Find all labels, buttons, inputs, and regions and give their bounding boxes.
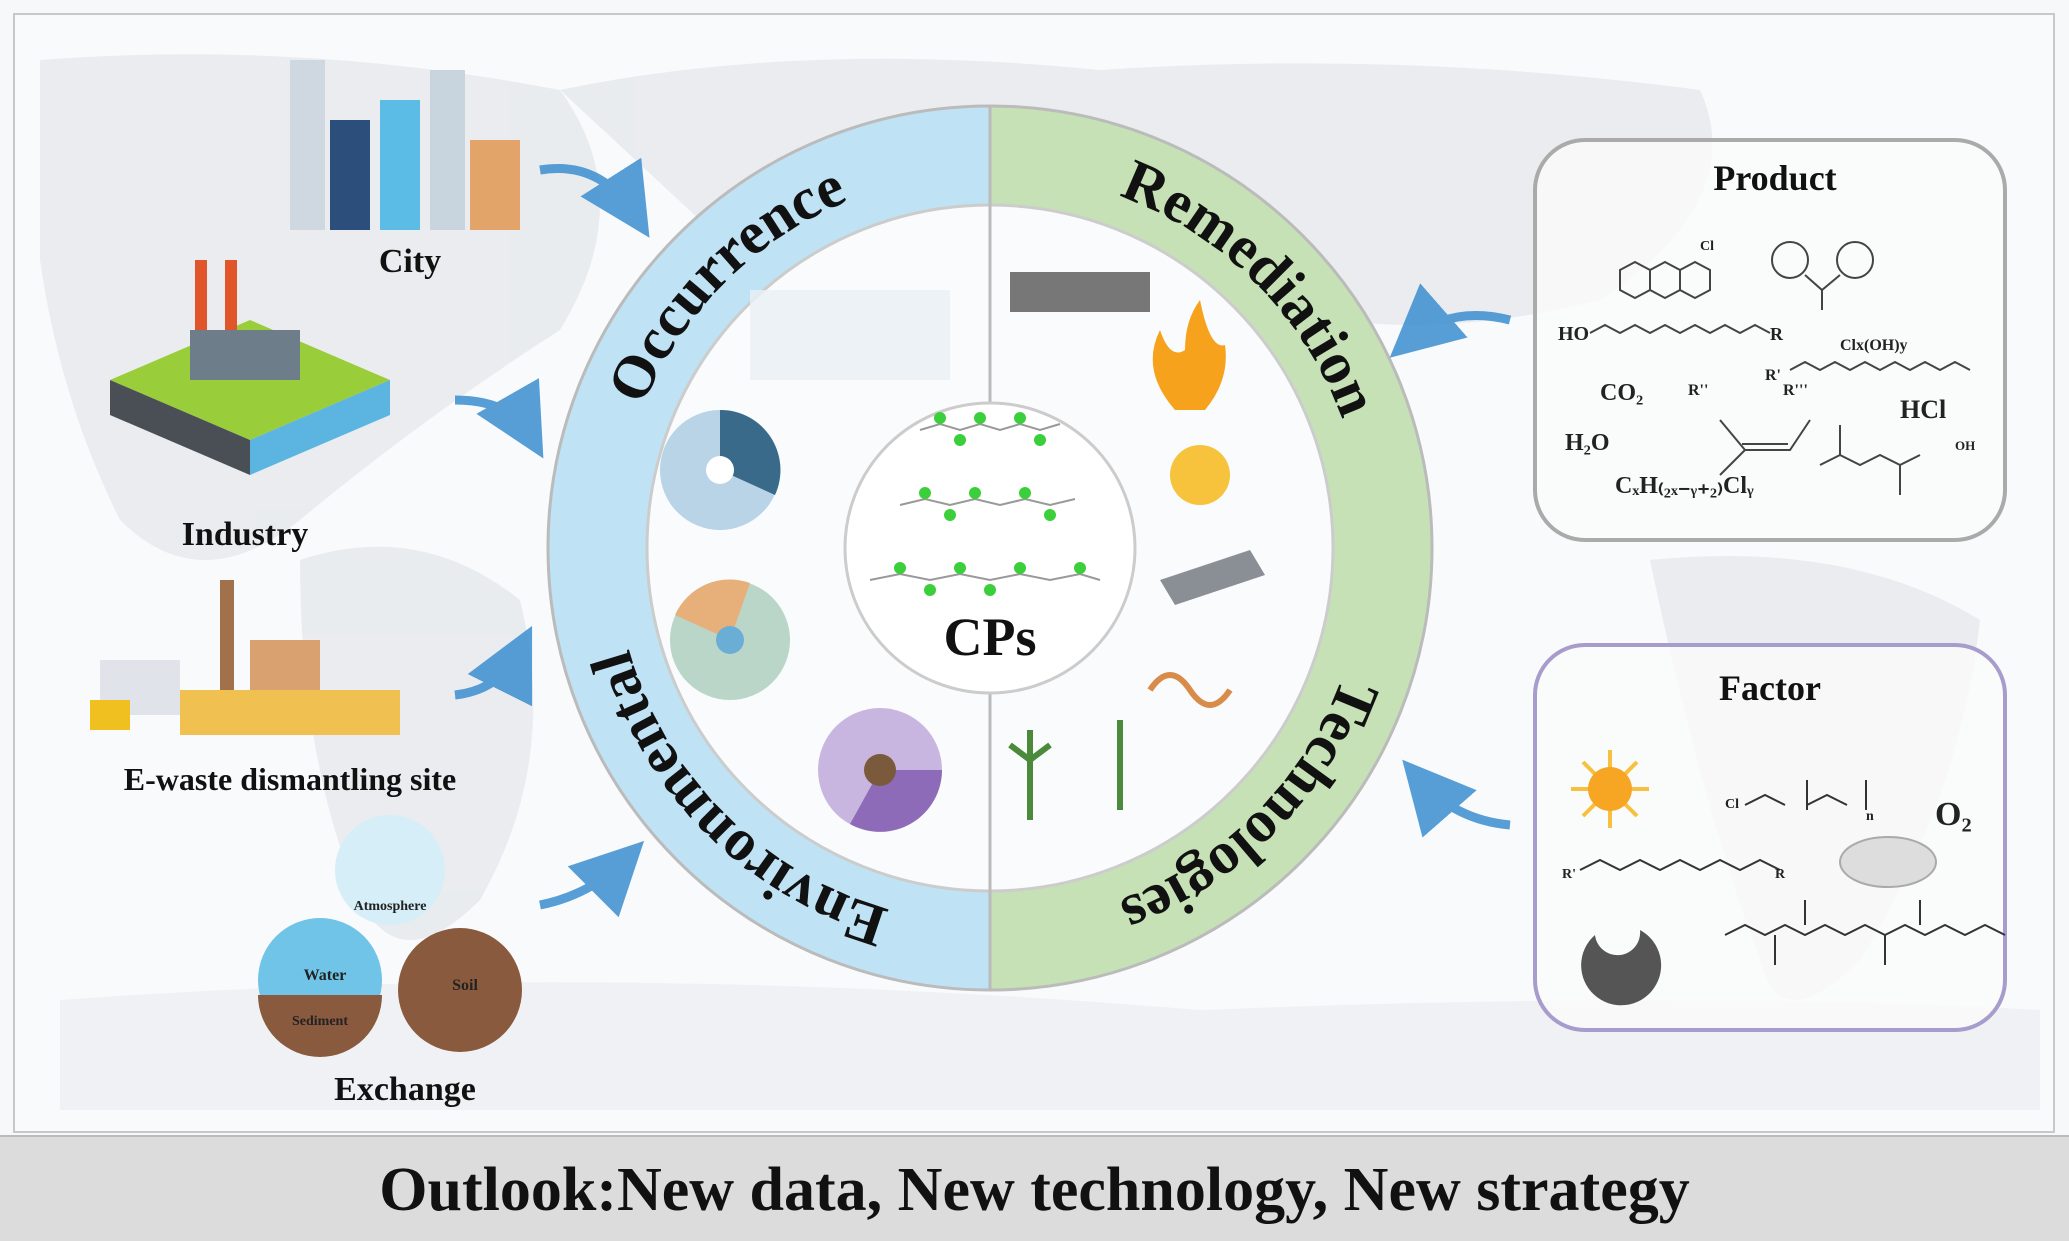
label-soil: Soil	[452, 977, 478, 994]
industry-illustration	[110, 260, 390, 475]
product-r: R	[1770, 324, 1784, 344]
ewaste-illustration	[90, 580, 400, 735]
product-formula: CₓH₍₂ₓ₋ᵧ₊₂₎Clᵧ	[1615, 473, 1754, 499]
product-box: Product Cl HO R Clx(OH)y R' R'' R''' CO₂…	[1533, 138, 2007, 542]
cps-label: CPs	[944, 607, 1037, 667]
remediation-figures	[1008, 272, 1265, 820]
factor-r: R	[1775, 867, 1786, 882]
cps-circle	[843, 401, 1137, 695]
label-water: Water	[304, 967, 347, 984]
product-title: Product	[1713, 158, 1836, 198]
label-sediment: Sediment	[292, 1014, 348, 1029]
product-hcl: HCl	[1900, 395, 1946, 424]
label-atmosphere: Atmosphere	[354, 899, 427, 914]
outlook-banner: Outlook:New data, New technology, New st…	[0, 1135, 2069, 1241]
product-oh: OH	[1955, 438, 1975, 453]
product-clxoh: Clx(OH)y	[1840, 337, 1908, 354]
occurrence-figures	[660, 290, 950, 832]
label-ewaste: E-waste dismantling site	[124, 761, 456, 797]
product-h2o: H₂O	[1565, 430, 1610, 456]
factor-cl: Cl	[1725, 797, 1739, 812]
outlook-text: Outlook:New data, New technology, New st…	[379, 1155, 1690, 1224]
factor-n: n	[1866, 809, 1874, 824]
sun-icon	[1571, 750, 1649, 828]
sun-light-icon	[1170, 445, 1230, 505]
factor-r1: R'	[1562, 867, 1576, 882]
factor-o2: O₂	[1935, 796, 1972, 833]
flow-arrows	[454, 157, 1512, 918]
exchange-illustration: Atmosphere Water Soil Sediment	[258, 815, 522, 1057]
plant-icon	[1008, 720, 1123, 820]
chlorine-atoms	[894, 412, 1086, 596]
central-ring: Occurrence Remediation Technologies Envi…	[546, 104, 1434, 992]
product-ho: HO	[1558, 323, 1589, 345]
product-co2: CO₂	[1600, 380, 1643, 406]
fire-icon	[1152, 300, 1226, 410]
membrane-icon	[1010, 272, 1150, 312]
activated-carbon-icon	[1581, 930, 1662, 1006]
product-r1: R'	[1765, 367, 1781, 384]
factor-title: Factor	[1719, 668, 1821, 708]
catalyst-icon	[1839, 836, 1937, 888]
city-illustration	[290, 60, 520, 230]
label-city: City	[379, 243, 441, 280]
product-cl: Cl	[1700, 239, 1714, 254]
metal-icon	[1160, 550, 1265, 605]
product-r2: R''	[1688, 382, 1708, 399]
product-r3: R'''	[1783, 382, 1808, 399]
cp-molecules	[869, 422, 1101, 582]
microbe-icon	[1147, 672, 1233, 708]
factor-box: Factor Cl n O₂ R' R	[1533, 643, 2007, 1032]
label-industry: Industry	[182, 516, 309, 553]
label-exchange: Exchange	[334, 1071, 476, 1108]
